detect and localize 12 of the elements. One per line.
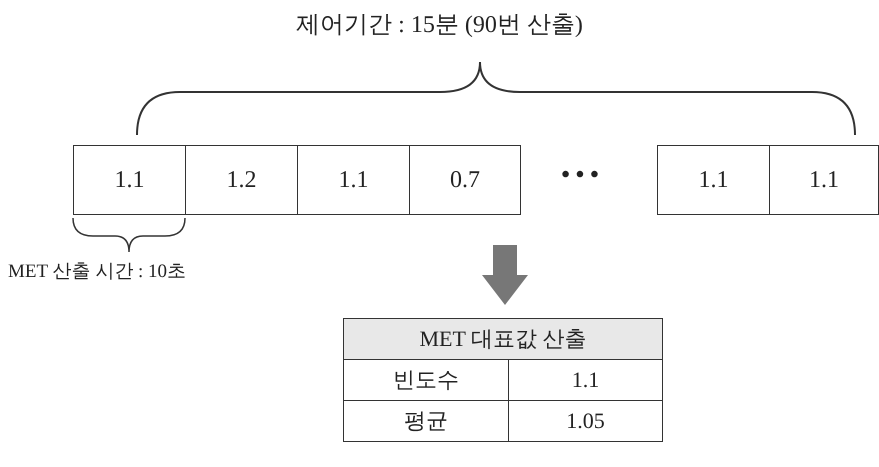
ellipsis: • • •: [560, 162, 600, 189]
table-cell: 평균: [343, 400, 509, 442]
duration-label: MET 산출 시간 : 10초: [8, 260, 186, 284]
title: 제어기간 : 15분 (90번 산출): [295, 11, 584, 40]
value-cell: 1.1: [769, 145, 879, 215]
value-cell: 1.1: [297, 145, 410, 215]
value-cell: 1.1: [73, 145, 186, 215]
value-cell: 1.1: [657, 145, 770, 215]
value-cell: 1.2: [185, 145, 298, 215]
value-cell: 0.7: [409, 145, 521, 215]
table-header: MET 대표값 산출: [343, 318, 663, 360]
table-cell: 1.05: [508, 400, 663, 442]
